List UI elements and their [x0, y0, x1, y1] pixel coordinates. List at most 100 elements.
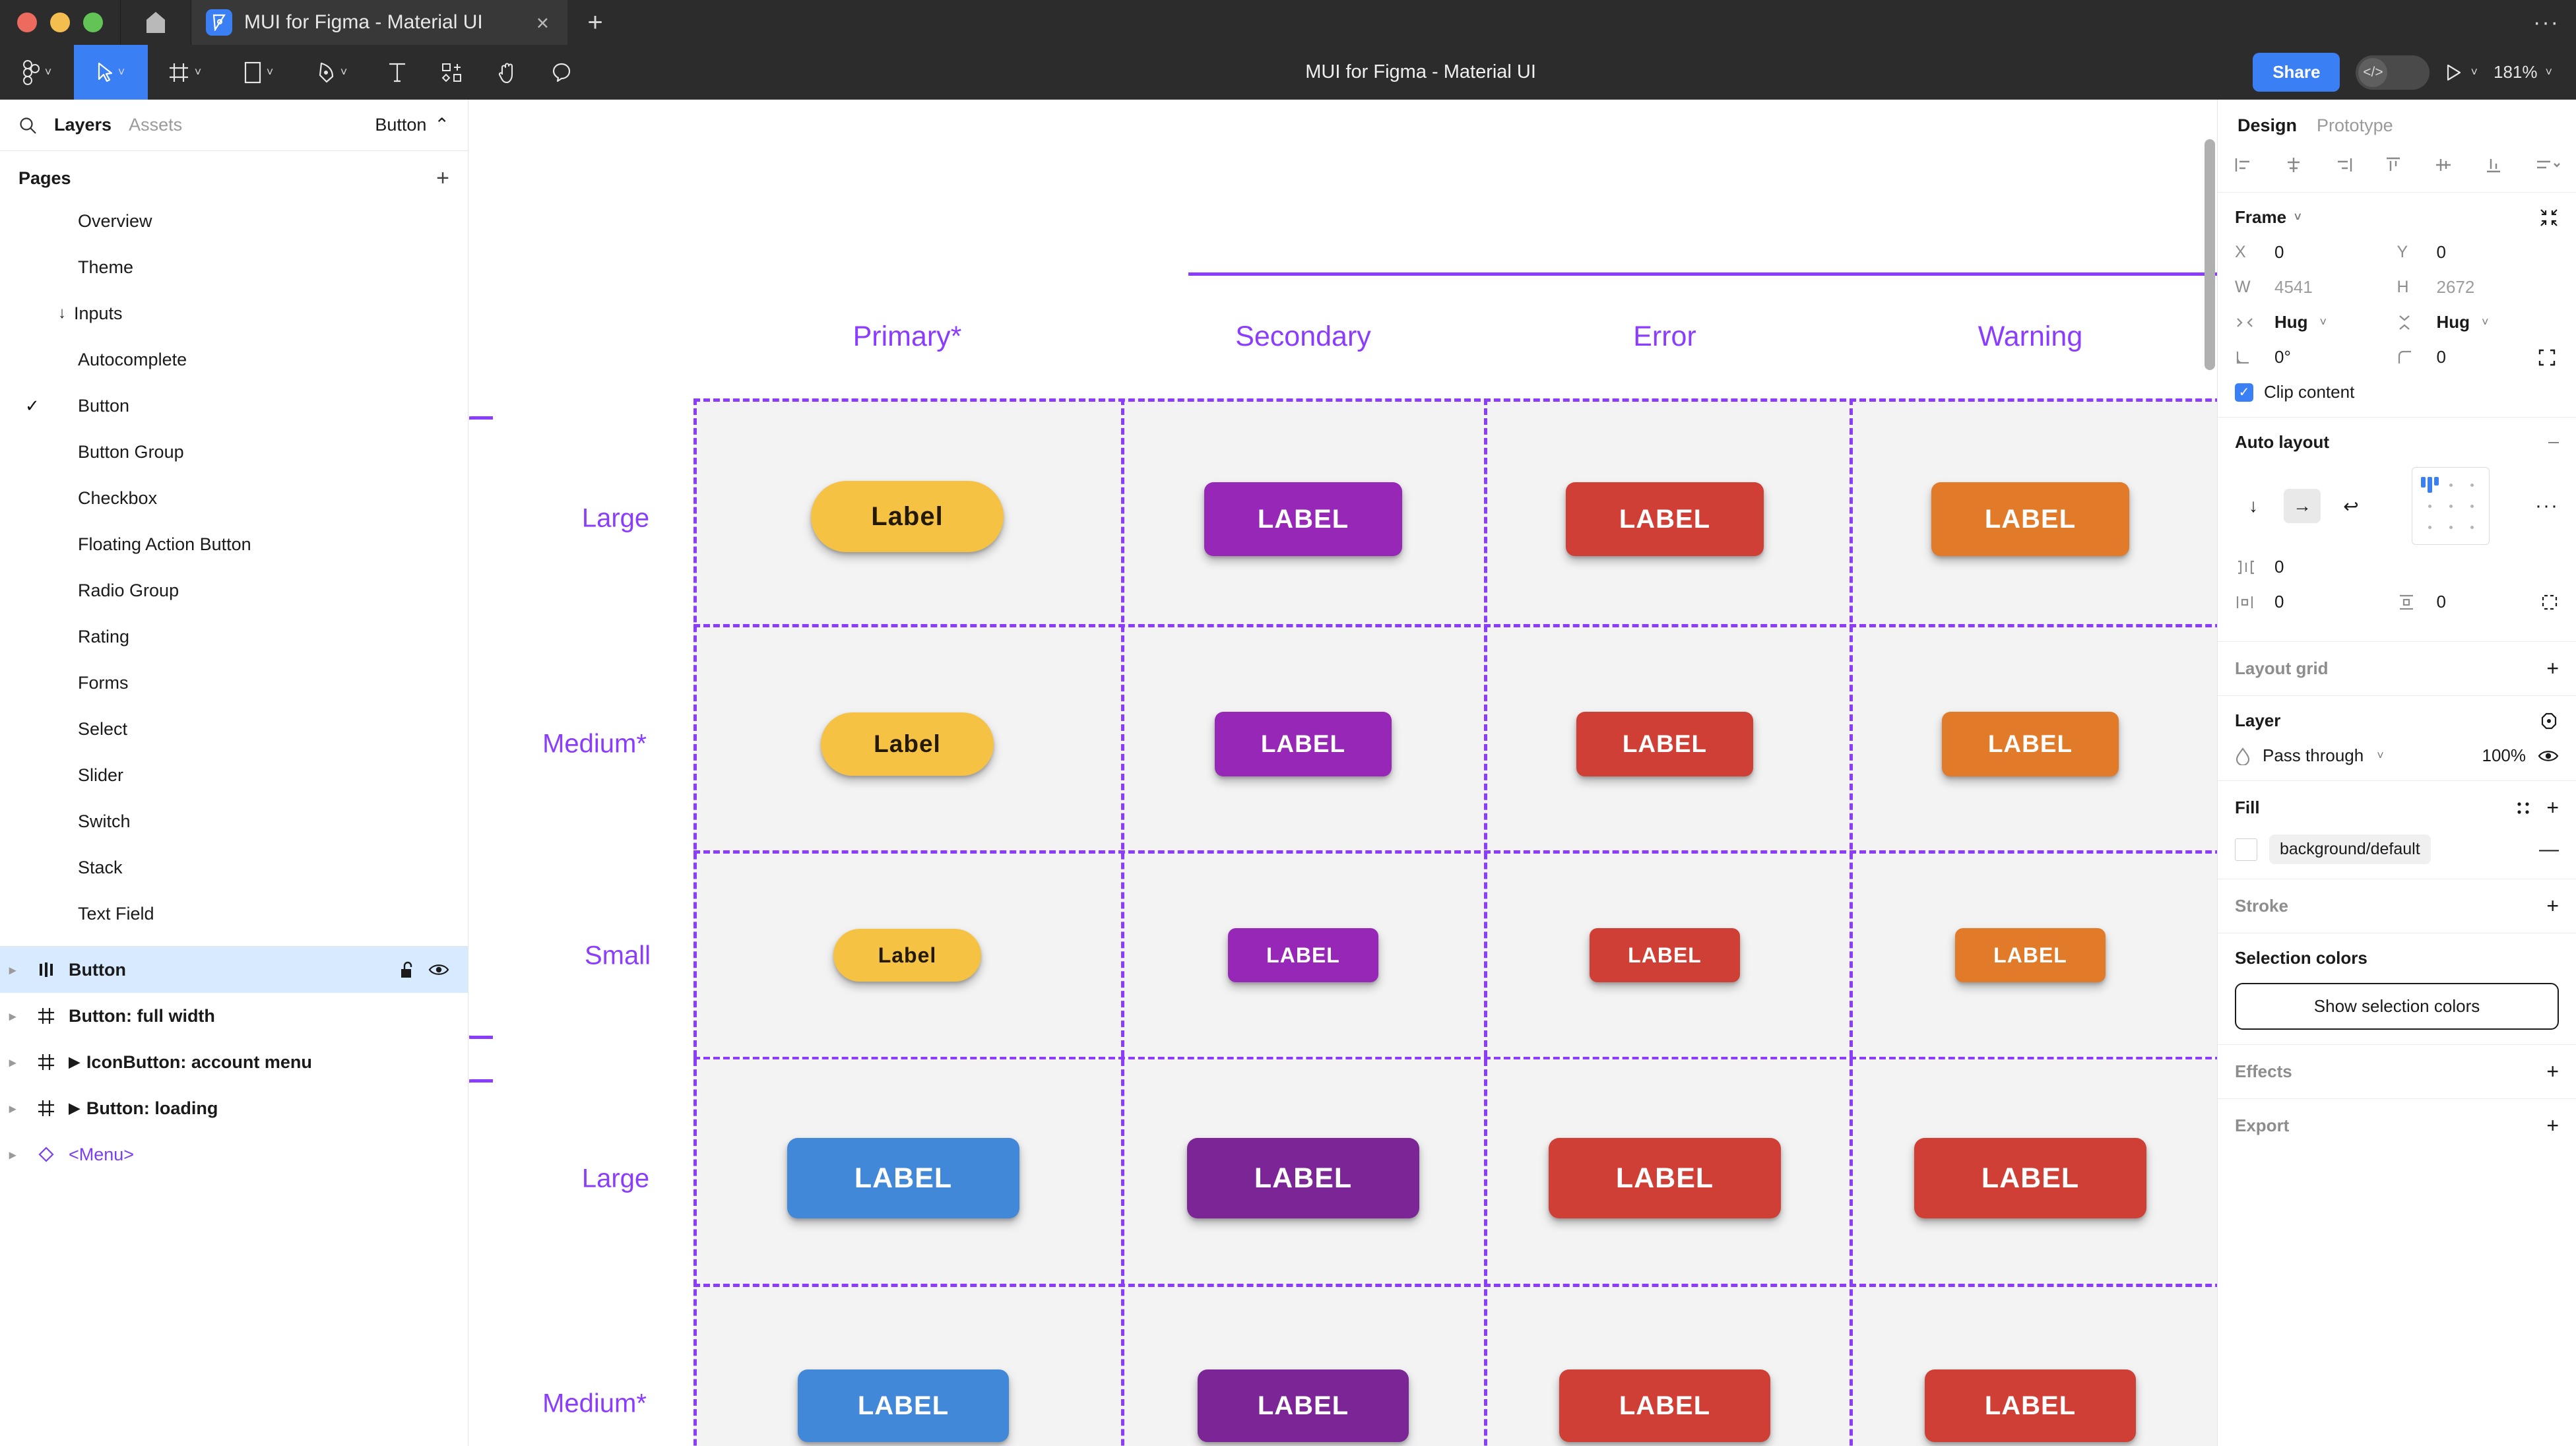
padding-detail-icon[interactable]: [2540, 593, 2559, 612]
alignment-cell-mid-right[interactable]: [2461, 495, 2482, 517]
page-item-radio-group[interactable]: Radio Group: [0, 567, 468, 613]
button-primary-large[interactable]: Label: [811, 481, 1004, 552]
page-item-button-group[interactable]: Button Group: [0, 429, 468, 475]
tab-assets[interactable]: Assets: [129, 115, 183, 135]
frame-y-field[interactable]: Y 0: [2397, 242, 2560, 263]
page-item-forms[interactable]: Forms: [0, 660, 468, 706]
gap-field[interactable]: 0: [2235, 557, 2397, 577]
auto-layout-alignment-grid[interactable]: [2412, 467, 2490, 545]
dev-mode-toggle[interactable]: </>: [2356, 55, 2430, 90]
home-icon[interactable]: [120, 0, 191, 45]
horizontal-resizing-field[interactable]: Hug ˅: [2235, 312, 2397, 332]
button-info-medium[interactable]: LABEL: [798, 1369, 1009, 1442]
unlock-icon[interactable]: [399, 960, 416, 979]
add-fill-button[interactable]: +: [2546, 796, 2559, 819]
page-item-switch[interactable]: Switch: [0, 798, 468, 844]
frame-collapse-icon[interactable]: [2539, 208, 2559, 228]
zoom-control[interactable]: 181% ˅: [2494, 62, 2552, 82]
layer-row[interactable]: ▸Button: [0, 947, 468, 993]
button-secondary-large[interactable]: LABEL: [1204, 482, 1402, 556]
corner-radius-field[interactable]: 0: [2397, 347, 2560, 367]
alignment-cell-top-left[interactable]: [2419, 474, 2440, 495]
disclosure-triangle-icon[interactable]: ▸: [9, 1009, 16, 1024]
layer-row[interactable]: ▸▶IconButton: account menu: [0, 1039, 468, 1085]
figma-menu-icon[interactable]: ˅: [0, 45, 74, 100]
page-item-checkbox[interactable]: Checkbox: [0, 475, 468, 521]
page-item-theme[interactable]: Theme: [0, 244, 468, 290]
blend-mode-value[interactable]: Pass through: [2263, 745, 2364, 765]
layer-row[interactable]: ▸▶Button: loading: [0, 1085, 468, 1131]
design-canvas[interactable]: Container Primary* Secondary Error Warni…: [469, 100, 2217, 1446]
chevron-down-icon[interactable]: ˅: [2470, 65, 2478, 79]
add-layout-grid-button[interactable]: +: [2546, 656, 2559, 680]
frame-tool-icon[interactable]: ˅: [148, 45, 222, 100]
disclosure-triangle-icon[interactable]: ▸: [9, 1101, 16, 1116]
browser-tab[interactable]: MUI for Figma - Material UI ×: [191, 0, 567, 45]
rotation-field[interactable]: 0°: [2235, 347, 2397, 367]
button-secondary-dark-medium[interactable]: LABEL: [1198, 1369, 1409, 1442]
comment-tool-icon[interactable]: [534, 45, 589, 100]
close-icon[interactable]: ×: [536, 10, 549, 35]
add-page-button[interactable]: +: [436, 166, 449, 191]
button-error-small[interactable]: LABEL: [1590, 928, 1740, 982]
pen-tool-icon[interactable]: ˅: [296, 45, 370, 100]
independent-corners-icon[interactable]: [2538, 348, 2559, 367]
eye-icon[interactable]: [428, 962, 449, 978]
align-vertical-center-icon[interactable]: [2433, 155, 2453, 175]
page-item-text-field[interactable]: Text Field: [0, 891, 468, 937]
styles-icon[interactable]: [2515, 800, 2532, 817]
shape-tool-icon[interactable]: ˅: [222, 45, 296, 100]
add-stroke-button[interactable]: +: [2546, 894, 2559, 918]
chevron-down-icon[interactable]: ˅: [2377, 749, 2384, 762]
chevron-down-icon[interactable]: ˅: [2545, 65, 2552, 79]
frame-w-field[interactable]: W 4541: [2235, 277, 2397, 298]
button-primary-medium[interactable]: Label: [821, 712, 994, 776]
frame-x-field[interactable]: X 0: [2235, 242, 2397, 263]
page-item-overview[interactable]: Overview: [0, 198, 468, 244]
present-group[interactable]: ˅: [2445, 63, 2478, 82]
direction-horizontal-button[interactable]: →: [2284, 489, 2321, 523]
tab-layers[interactable]: Layers: [54, 115, 112, 135]
page-item-rating[interactable]: Rating: [0, 613, 468, 660]
chevron-down-icon[interactable]: ˅: [2319, 315, 2327, 329]
vertical-padding-field[interactable]: 0: [2397, 592, 2560, 612]
resources-tool-icon[interactable]: [424, 45, 479, 100]
direction-vertical-button[interactable]: ↓: [2249, 495, 2258, 516]
direction-wrap-button[interactable]: ↩: [2343, 495, 2359, 517]
button-error-medium[interactable]: LABEL: [1576, 712, 1753, 776]
clip-content-checkbox[interactable]: ✓: [2235, 383, 2253, 402]
alignment-cell-mid-center[interactable]: [2440, 495, 2461, 517]
remove-auto-layout-button[interactable]: —: [2548, 436, 2559, 448]
align-left-icon[interactable]: [2234, 155, 2253, 175]
page-item-slider[interactable]: Slider: [0, 752, 468, 798]
maximize-window-button[interactable]: [83, 13, 103, 32]
align-horizontal-center-icon[interactable]: [2284, 155, 2303, 175]
page-item-autocomplete[interactable]: Autocomplete: [0, 336, 468, 383]
distribute-icon[interactable]: [2534, 155, 2560, 175]
alignment-cell-bottom-left[interactable]: [2419, 517, 2440, 538]
align-bottom-icon[interactable]: [2484, 155, 2503, 175]
fill-token-name[interactable]: background/default: [2269, 834, 2431, 864]
disclosure-triangle-icon[interactable]: ▸: [9, 962, 16, 978]
fill-color-swatch[interactable]: [2235, 838, 2257, 861]
button-error-dark-large-2[interactable]: LABEL: [1914, 1138, 2146, 1218]
alignment-cell-top-right[interactable]: [2461, 474, 2482, 495]
add-export-button[interactable]: +: [2546, 1114, 2559, 1137]
alignment-cell-bottom-right[interactable]: [2461, 517, 2482, 538]
button-warning-medium[interactable]: LABEL: [1942, 712, 2119, 776]
alignment-cell-bottom-center[interactable]: [2440, 517, 2461, 538]
page-item-select[interactable]: Select: [0, 706, 468, 752]
tab-prototype[interactable]: Prototype: [2317, 115, 2393, 135]
share-button[interactable]: Share: [2253, 53, 2340, 92]
disclosure-triangle-icon[interactable]: ▸: [9, 1055, 16, 1070]
canvas-scrollbar[interactable]: [2205, 139, 2215, 370]
alignment-cell-top-center[interactable]: [2440, 474, 2461, 495]
button-error-dark-medium[interactable]: LABEL: [1559, 1369, 1770, 1442]
play-icon[interactable]: [2445, 63, 2463, 82]
page-item-stack[interactable]: Stack: [0, 844, 468, 891]
vertical-resizing-field[interactable]: Hug ˅: [2397, 312, 2560, 332]
page-selector[interactable]: Button ⌃: [375, 115, 449, 135]
close-window-button[interactable]: [17, 13, 37, 32]
frame-h-field[interactable]: H 2672: [2397, 277, 2560, 298]
add-effect-button[interactable]: +: [2546, 1059, 2559, 1083]
